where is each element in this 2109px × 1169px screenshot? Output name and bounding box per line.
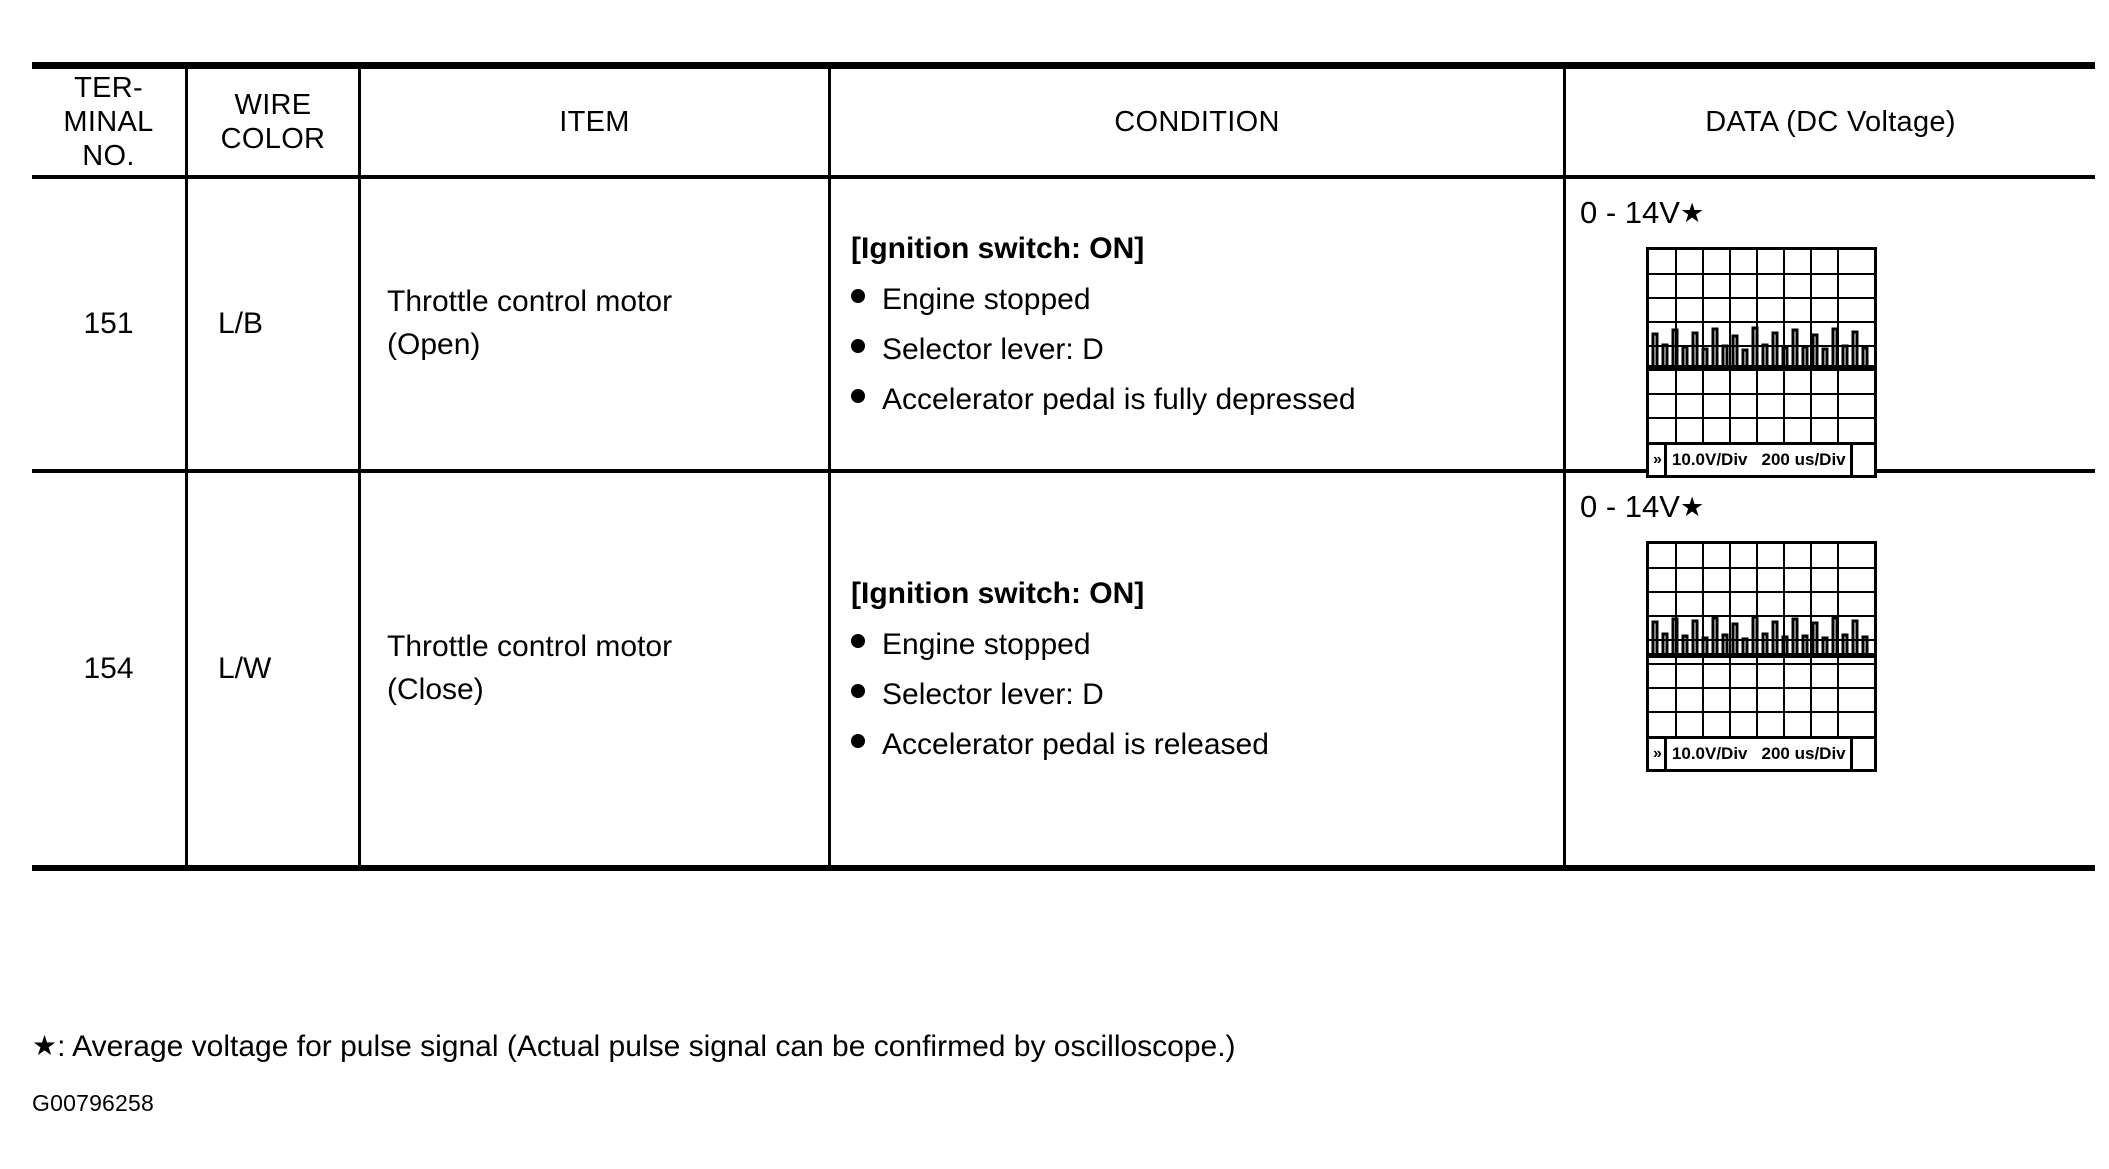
scope-gridline-h <box>1649 663 1874 665</box>
condition-bullet-text: Accelerator pedal is fully depressed <box>882 382 1356 416</box>
scope-volts-per-div: 10.0V/Div <box>1671 744 1748 763</box>
scope-gridline-h <box>1649 591 1874 593</box>
condition-bullet-item: Accelerator pedal is fully depressed <box>851 383 1563 417</box>
condition-bullet-item: Engine stopped <box>851 628 1563 662</box>
scope-end-box <box>1849 739 1874 769</box>
scope-end-box <box>1849 445 1874 475</box>
scope-gridline-h <box>1649 273 1874 275</box>
item-line-2: (Close) <box>387 673 484 706</box>
cell-item: Throttle control motor (Open) <box>358 179 828 469</box>
oscilloscope-screen <box>1649 250 1874 442</box>
condition-bullet-item: Engine stopped <box>851 283 1563 317</box>
data-voltage-label: 0 - 14V★ <box>1580 195 2095 231</box>
header-terminal-line1: TER- <box>74 71 143 104</box>
data-voltage-value: 0 - 14V <box>1580 489 1680 524</box>
header-wire-color: WIRE COLOR <box>185 69 358 175</box>
table-row: 154 L/W Throttle control motor (Close) [… <box>32 473 2095 865</box>
scope-gridline-h <box>1649 321 1874 323</box>
pulse-waveform-trace <box>1649 615 1874 658</box>
cell-terminal-no: 154 <box>83 652 134 685</box>
footnote-text: : Average voltage for pulse signal (Actu… <box>57 1030 1236 1063</box>
condition-title: [Ignition switch: ON] <box>851 231 1145 265</box>
oscilloscope-display: » 10.0V/Div 200 us/Div <box>1646 247 1877 478</box>
bullet-icon <box>851 388 865 403</box>
cell-condition: [Ignition switch: ON] Engine stopped Sel… <box>828 473 1563 865</box>
cell-wire-color: L/W <box>185 473 358 865</box>
item-line-1: Throttle control motor <box>387 630 673 664</box>
scope-gridline-h <box>1649 687 1874 689</box>
header-condition: CONDITION <box>828 69 1563 175</box>
table-row: 151 L/B Throttle control motor (Open) [I… <box>32 179 2095 478</box>
cell-terminal-no: 151 <box>83 307 134 340</box>
bullet-icon <box>851 288 865 303</box>
star-footnote-icon: ★ <box>32 1030 58 1061</box>
table-top-border <box>32 62 2095 69</box>
scope-time-per-div: 200 us/Div <box>1761 450 1846 469</box>
condition-bullet-item: Accelerator pedal is released <box>851 728 1563 762</box>
data-voltage-label: 0 - 14V★ <box>1580 489 2095 525</box>
cell-condition: [Ignition switch: ON] Engine stopped Sel… <box>828 179 1563 469</box>
header-wire-line2: COLOR <box>220 123 326 155</box>
header-terminal-no: TER- MINAL NO. <box>32 69 185 175</box>
cell-wire-color: L/B <box>185 179 358 469</box>
header-terminal-line2: MINAL <box>63 105 154 138</box>
condition-bullet-text: Selector lever: D <box>882 332 1104 366</box>
star-footnote-icon: ★ <box>1679 198 1705 228</box>
header-item: ITEM <box>358 69 828 175</box>
scope-gridline-h <box>1649 297 1874 299</box>
scope-volts-per-div: 10.0V/Div <box>1671 450 1748 469</box>
data-voltage-value: 0 - 14V <box>1580 195 1680 230</box>
pulse-waveform-trace <box>1649 326 1874 370</box>
bullet-icon <box>851 733 865 748</box>
scope-gridline-h <box>1649 393 1874 395</box>
cell-data: 0 - 14V★ <box>1563 179 2095 478</box>
oscilloscope-display: » 10.0V/Div 200 us/Div <box>1646 541 1877 772</box>
condition-bullet-text: Accelerator pedal is released <box>882 727 1269 761</box>
star-footnote-icon: ★ <box>1679 492 1705 522</box>
oscilloscope-settings-bar: » 10.0V/Div 200 us/Div <box>1649 736 1874 769</box>
condition-bullet-item: Selector lever: D <box>851 678 1563 712</box>
scope-marker-icon: » <box>1649 445 1667 475</box>
bullet-icon <box>851 683 865 698</box>
table-header-row: TER- MINAL NO. WIRE COLOR ITEM CONDITION… <box>32 69 2095 175</box>
scope-time-per-div: 200 us/Div <box>1761 744 1846 763</box>
scope-gridline-h <box>1649 711 1874 713</box>
item-line-1: Throttle control motor <box>387 285 673 319</box>
row-separator-border <box>32 469 2095 473</box>
cell-item: Throttle control motor (Close) <box>358 473 828 865</box>
table-bottom-border <box>32 865 2095 871</box>
terminal-spec-table: TER- MINAL NO. WIRE COLOR ITEM CONDITION… <box>32 62 2095 871</box>
condition-bullet-text: Selector lever: D <box>882 677 1104 711</box>
scope-marker-icon: » <box>1649 739 1667 769</box>
condition-bullet-item: Selector lever: D <box>851 333 1563 367</box>
condition-bullet-text: Engine stopped <box>882 282 1091 316</box>
scope-gridline-h <box>1649 417 1874 419</box>
footnote: ★: Average voltage for pulse signal (Act… <box>32 1030 1236 1064</box>
scope-gridline-h <box>1649 615 1874 617</box>
bullet-icon <box>851 633 865 648</box>
reference-code: G00796258 <box>32 1090 155 1116</box>
oscilloscope-settings-bar: » 10.0V/Div 200 us/Div <box>1649 442 1874 475</box>
header-bottom-border <box>32 175 2095 179</box>
header-data: DATA (DC Voltage) <box>1563 69 2095 175</box>
scope-gridline-h <box>1649 567 1874 569</box>
bullet-icon <box>851 338 865 353</box>
cell-data: 0 - 14V★ <box>1563 473 2095 865</box>
header-wire-line1: WIRE <box>234 88 312 121</box>
item-line-2: (Open) <box>387 328 481 361</box>
condition-bullet-text: Engine stopped <box>882 627 1091 661</box>
header-terminal-line3: NO. <box>82 140 135 173</box>
condition-title: [Ignition switch: ON] <box>851 576 1145 610</box>
oscilloscope-screen <box>1649 544 1874 736</box>
